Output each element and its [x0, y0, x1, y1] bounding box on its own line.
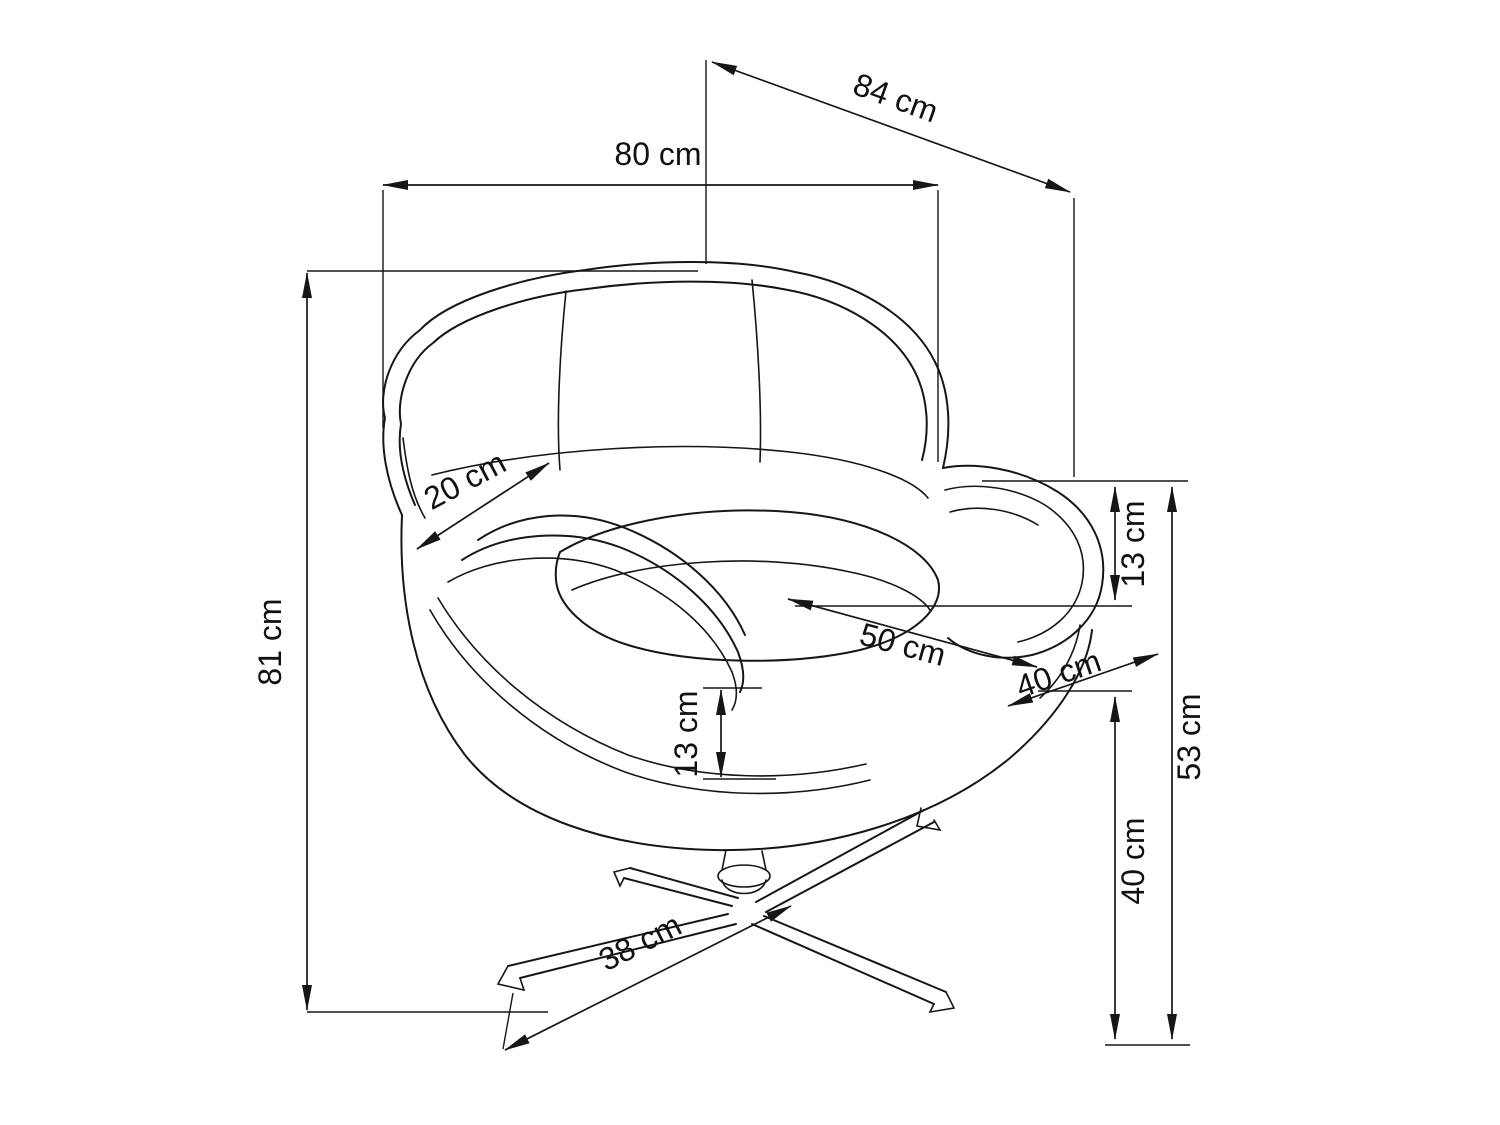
dim-label-seat-width: 50 cm [856, 616, 949, 673]
dim-label-backrest-wing: 20 cm [418, 444, 512, 517]
dim-label-base-arm-length: 38 cm [593, 906, 687, 978]
dim-cushion-thickness: 13 cm [668, 687, 776, 780]
chair-outline [382, 261, 1105, 1014]
base-leg-ne-top [755, 809, 925, 903]
dim-armrest-height: 53 cm [1105, 486, 1207, 1046]
right-armrest-seam [949, 507, 1039, 526]
backrest-seam-left [557, 290, 567, 471]
dim-line-backrest-wing [416, 462, 550, 550]
dim-armrest-above-seat: 13 cm [795, 480, 1188, 607]
backrest-seam-right [751, 279, 762, 463]
base-foot-ne [916, 807, 942, 832]
dim-seat-height: 40 cm [1038, 690, 1151, 1040]
backrest-inner-rim [398, 280, 928, 506]
dim-overall-width: 80 cm [382, 136, 939, 462]
dimension-annotations: 80 cm 84 cm 81 cm 20 cm [252, 60, 1207, 1051]
right-armrest-inner [944, 485, 1085, 643]
star-base [496, 807, 956, 1014]
dim-line-seat-depth [1007, 653, 1159, 707]
dim-label-armrest-height: 53 cm [1171, 693, 1207, 780]
base-leg-nw-top [629, 867, 739, 899]
seat-bowl-outer [400, 514, 1093, 852]
dim-label-cushion-thickness: 13 cm [668, 690, 704, 777]
left-armrest-mid [461, 534, 745, 693]
dim-label-overall-width: 80 cm [614, 136, 701, 172]
base-foot-nw [612, 867, 631, 888]
pedestal [717, 849, 771, 895]
seat-bowl-front-lip [429, 609, 871, 795]
dim-base-arm-length: 38 cm [502, 905, 792, 1051]
left-armrest-lip [447, 557, 738, 711]
backrest-bottom-edge [431, 445, 929, 499]
dim-backrest-wing: 20 cm [416, 444, 550, 550]
base-foot-se [928, 991, 956, 1014]
pedestal-cone [721, 879, 767, 895]
seat-bowl-front-lip-inner [437, 597, 867, 777]
dim-label-armrest-above-seat: 13 cm [1115, 500, 1151, 587]
dim-line-overall-depth [711, 61, 1071, 193]
ext-line [502, 992, 514, 1050]
base-leg-nw-bottom [623, 877, 733, 907]
dim-label-overall-height: 81 cm [252, 598, 288, 685]
dim-seat-depth: 40 cm [1007, 642, 1159, 707]
dim-line-seat-width [787, 598, 1038, 668]
pedestal-collar [717, 864, 771, 888]
dim-label-seat-depth: 40 cm [1011, 642, 1105, 704]
pedestal-neck-right [761, 850, 767, 871]
left-armrest-top [477, 514, 746, 636]
dim-label-overall-depth: 84 cm [849, 66, 943, 130]
dim-label-seat-height: 40 cm [1115, 817, 1151, 904]
base-leg-ne-bottom [765, 821, 935, 913]
seat-cushion-seam [571, 560, 931, 611]
base-foot-sw [496, 965, 526, 992]
pedestal-neck-left [721, 849, 727, 871]
backrest-outer-shell [382, 261, 950, 516]
dim-line-base-arm-length [504, 905, 792, 1051]
base-leg-se-top [763, 915, 947, 993]
base-leg-se-bottom [751, 923, 935, 1005]
dim-seat-width: 50 cm [787, 598, 1038, 673]
dim-overall-height: 81 cm [252, 270, 698, 1013]
